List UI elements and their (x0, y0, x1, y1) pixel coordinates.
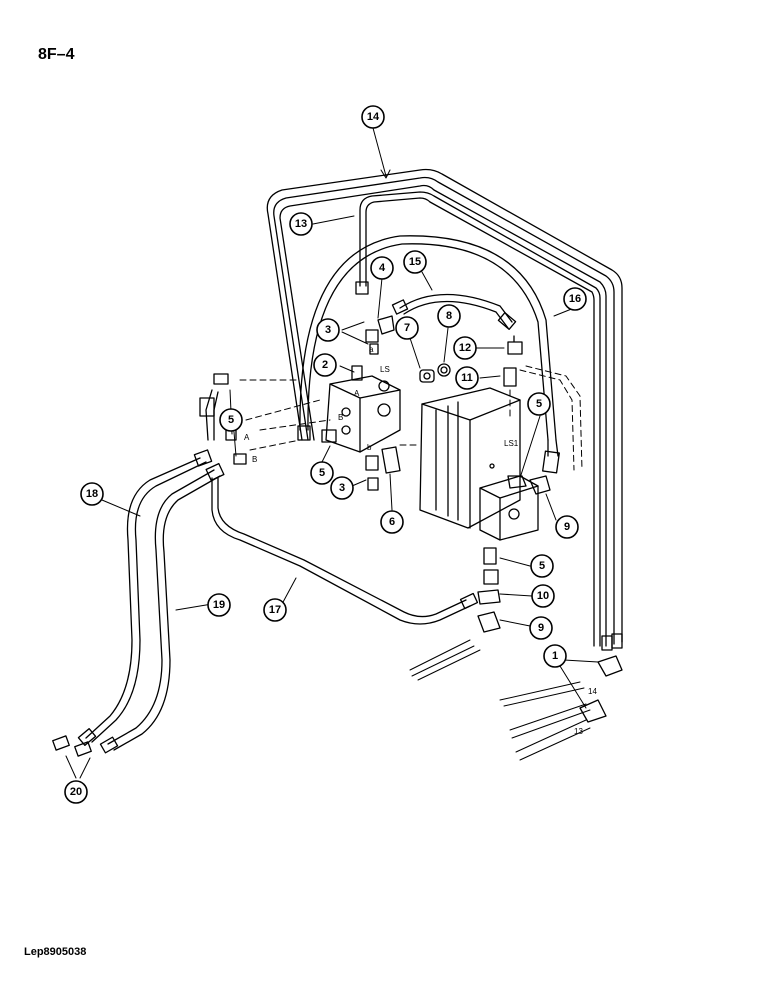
svg-text:16: 16 (569, 293, 581, 305)
hose-14 (266, 168, 623, 651)
svg-text:19: 19 (213, 599, 225, 611)
callout-14: 14 (361, 105, 385, 129)
svg-text:2: 2 (322, 359, 328, 371)
callout-8: 8 (437, 304, 461, 328)
callout-3-top: 3 (316, 318, 340, 342)
callout-20: 20 (64, 780, 88, 804)
svg-text:5: 5 (536, 398, 542, 410)
callout-9-right: 9 (555, 515, 579, 539)
svg-text:15: 15 (409, 256, 421, 268)
hose-17 (211, 477, 479, 625)
svg-text:14: 14 (367, 111, 380, 123)
callout-16: 16 (563, 287, 587, 311)
callout-18: 18 (80, 482, 104, 506)
port-tag-LS1: LS1 (504, 439, 519, 448)
hose-left-short (199, 373, 229, 441)
port-tags: a b A B A B LS LS1 14 13 (244, 345, 597, 736)
port-tag-A-upper: A (354, 389, 360, 398)
valve-block (325, 365, 401, 453)
page-code: 8F–4 (38, 46, 75, 63)
callout-17: 17 (263, 598, 287, 622)
port-tag-13: 13 (574, 727, 583, 736)
callout-1: 1 (543, 644, 567, 668)
svg-text:3: 3 (339, 482, 345, 494)
svg-text:12: 12 (459, 342, 471, 354)
port-tag-a: a (369, 345, 374, 354)
svg-text:5: 5 (319, 467, 325, 479)
svg-text:8: 8 (446, 310, 452, 322)
hose-18 (77, 449, 213, 746)
hose-13 (355, 191, 601, 647)
hose-16-arch (297, 235, 560, 474)
callout-9-bottom: 9 (529, 616, 553, 640)
callout-5-valve: 5 (310, 461, 334, 485)
callout-11: 11 (455, 366, 479, 390)
svg-text:10: 10 (537, 590, 549, 602)
callout-12: 12 (453, 336, 477, 360)
figure-reference: Lep8905038 (24, 946, 87, 958)
callout-19: 19 (207, 593, 231, 617)
svg-text:5: 5 (539, 560, 545, 572)
callout-5-bottom: 5 (530, 554, 554, 578)
svg-text:9: 9 (564, 521, 570, 533)
leader-lines (65, 127, 599, 779)
svg-text:17: 17 (269, 604, 281, 616)
svg-text:9: 9 (538, 622, 544, 634)
port-tag-B-side: B (252, 455, 257, 464)
port-tag-14: 14 (588, 687, 597, 696)
callout-2: 2 (313, 353, 337, 377)
incoming-lines (409, 639, 591, 761)
hose-19 (99, 462, 225, 754)
svg-text:20: 20 (70, 786, 82, 798)
phantom-lines (239, 365, 583, 471)
callout-10: 10 (531, 584, 555, 608)
svg-text:11: 11 (461, 372, 473, 384)
svg-text:3: 3 (325, 324, 331, 336)
callout-6: 6 (380, 510, 404, 534)
hose-15 (391, 293, 517, 330)
svg-text:18: 18 (86, 488, 98, 500)
callout-5-right: 5 (527, 392, 551, 416)
svg-text:1: 1 (552, 650, 558, 662)
svg-text:7: 7 (404, 322, 410, 334)
port-tag-A-side: A (244, 433, 250, 442)
port-tag-LS: LS (380, 365, 390, 374)
port-tag-b: b (367, 443, 372, 452)
callout-4: 4 (370, 256, 394, 280)
svg-text:4: 4 (379, 262, 386, 274)
port-tag-B-upper: B (338, 413, 343, 422)
fittings (52, 315, 623, 757)
callout-15: 15 (403, 250, 427, 274)
callout-7: 7 (395, 316, 419, 340)
svg-text:5: 5 (228, 414, 234, 426)
svg-text:13: 13 (295, 218, 307, 230)
callout-3-bottom: 3 (330, 476, 354, 500)
callout-13: 13 (289, 212, 313, 236)
svg-text:6: 6 (389, 516, 395, 528)
control-valve-bank (419, 387, 539, 541)
callout-5-left: 5 (219, 408, 243, 432)
